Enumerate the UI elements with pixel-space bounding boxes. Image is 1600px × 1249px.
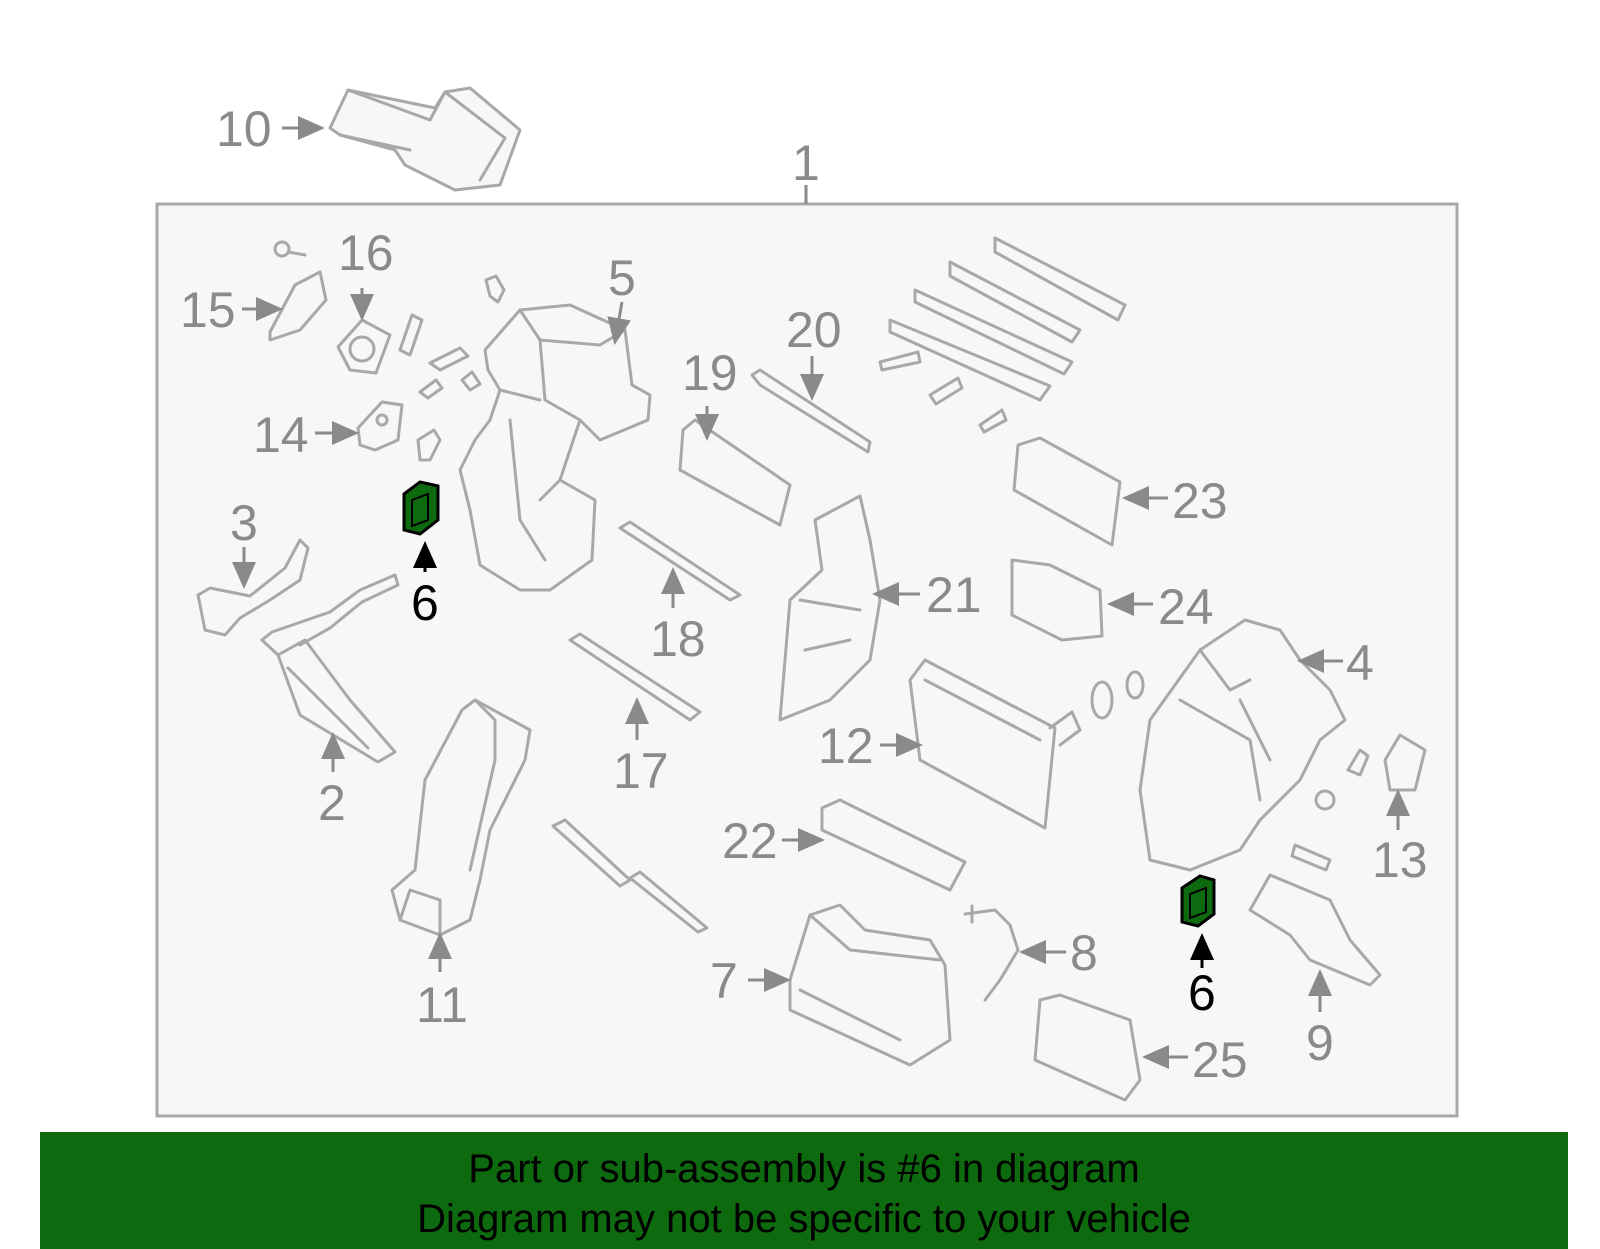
part-7-drain-pan: [788, 903, 952, 1067]
part-6-seal-left: [402, 480, 440, 536]
part-25-panel: [1033, 993, 1142, 1102]
part-13-actuator: [1290, 733, 1427, 872]
part-6-seal-right: [1180, 874, 1216, 928]
callout-16: 16: [338, 225, 394, 281]
callout-6-right: 6: [1188, 965, 1216, 1021]
callout-10: 10: [216, 101, 272, 157]
callout-15: 15: [180, 282, 236, 338]
callout-4: 4: [1346, 635, 1374, 691]
part-20-door: [750, 368, 872, 454]
part-11-floor-duct: [390, 698, 532, 937]
part-17-door: [568, 632, 702, 722]
callout-20: 20: [786, 302, 842, 358]
part-14-actuator: [356, 400, 404, 452]
callout-23: 23: [1172, 473, 1228, 529]
part-small-linkages: [416, 274, 506, 462]
part-16-actuator: [336, 313, 424, 375]
part-4-lower-case: [1138, 618, 1347, 872]
part-22-cover: [820, 798, 967, 892]
callout-2: 2: [318, 775, 346, 831]
callout-12: 12: [818, 718, 874, 774]
callout-24: 24: [1158, 579, 1214, 635]
info-banner: Part or sub-assembly is #6 in diagram Di…: [40, 1132, 1568, 1249]
part-3-link: [196, 538, 310, 637]
part-filter-frames: [878, 236, 1127, 434]
part-18-door: [618, 520, 742, 602]
callout-21: 21: [926, 567, 982, 623]
callout-18: 18: [650, 611, 706, 667]
part-9-duct: [1248, 873, 1382, 987]
part-doors-lower: [551, 818, 709, 934]
callout-22: 22: [722, 813, 778, 869]
callout-7: 7: [710, 953, 738, 1009]
part-15-bracket: [268, 240, 328, 342]
part-5-upper-case: [458, 303, 652, 592]
part-8-hose: [963, 904, 1020, 1002]
callout-25: 25: [1192, 1032, 1248, 1088]
callout-3: 3: [230, 495, 258, 551]
part-2-heater-core: [260, 573, 400, 764]
banner-line-2: Diagram may not be specific to your vehi…: [417, 1197, 1191, 1241]
callout-17: 17: [613, 743, 669, 799]
callout-5: 5: [608, 250, 636, 306]
part-19-door: [678, 418, 792, 527]
part-10-duct: [328, 86, 522, 192]
callout-13: 13: [1372, 832, 1428, 888]
callout-14: 14: [253, 407, 309, 463]
callout-9: 9: [1306, 1015, 1334, 1071]
callout-8: 8: [1070, 925, 1098, 981]
callout-11: 11: [416, 977, 468, 1033]
part-24-panel: [1010, 558, 1104, 642]
part-23-panel: [1012, 436, 1122, 547]
part-21-case-half: [778, 494, 882, 722]
callout-1: 1: [792, 135, 820, 191]
callout-19: 19: [682, 345, 738, 401]
banner-line-1: Part or sub-assembly is #6 in diagram: [468, 1147, 1140, 1191]
callout-6-left: 6: [411, 575, 439, 631]
